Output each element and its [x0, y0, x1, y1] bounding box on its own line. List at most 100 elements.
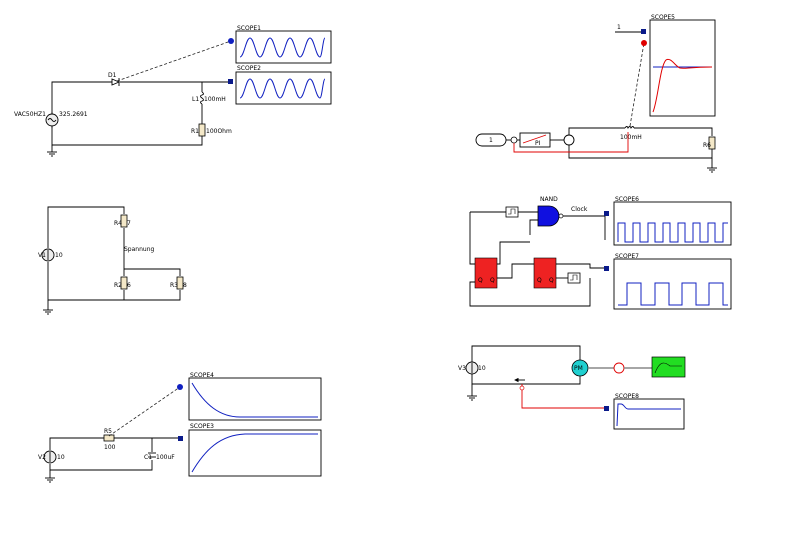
scope3-label: SCOPE3: [190, 423, 214, 430]
ac-voltage-source[interactable]: [45, 113, 59, 127]
resistor-r2[interactable]: [120, 276, 128, 290]
wire: [471, 374, 581, 385]
ground-symbol: [43, 309, 53, 315]
wire: [568, 127, 625, 135]
scope1[interactable]: [235, 30, 332, 64]
resistor-value: 100Ohm: [206, 128, 232, 135]
probe-line: [629, 42, 645, 127]
scope2-trace: [239, 78, 326, 99]
resistor-r5[interactable]: [103, 434, 115, 442]
probe-line: [116, 40, 232, 82]
scope3[interactable]: [188, 429, 322, 477]
speed-display[interactable]: [651, 356, 686, 378]
constant-left-value: 1: [489, 137, 493, 144]
motor-label: PM: [574, 365, 583, 372]
r4-label: R4: [114, 220, 122, 227]
scope2-input-port[interactable]: [228, 79, 233, 84]
constant-top-value: 1: [617, 24, 621, 31]
inductor[interactable]: [624, 126, 635, 130]
scope7[interactable]: [613, 258, 732, 310]
sum-junction[interactable]: [510, 136, 518, 144]
scope5-input-port[interactable]: [641, 29, 646, 34]
ground-symbol: [707, 167, 717, 173]
diode[interactable]: [111, 78, 121, 86]
source-value: 325.2691: [59, 111, 88, 118]
r3-label: R3: [170, 282, 178, 289]
rectifier-circuit: VAC50HZ1 325.2691 D1 L1 100mH R1 100Ohm …: [14, 25, 332, 157]
dc-voltage-source[interactable]: [43, 450, 57, 464]
wire: [114, 437, 153, 452]
flip-flop-1[interactable]: [474, 257, 498, 289]
resistor[interactable]: [198, 123, 206, 137]
wire: [469, 278, 591, 307]
scope7-trace: [618, 282, 728, 306]
pulse-icon: [570, 274, 578, 281]
wire: [497, 263, 534, 279]
ff2-q: Q: [549, 277, 554, 284]
ground-symbol: [47, 151, 57, 157]
wire: [120, 81, 203, 92]
scope7-label: SCOPE7: [615, 253, 639, 260]
scope3-input-port[interactable]: [178, 436, 183, 441]
rc-circuit: V2 10 R5 100 C1 100uF SCOPE4 SCOPE3: [38, 372, 322, 483]
r5-value: 100: [104, 444, 116, 451]
scope6-input-port[interactable]: [604, 211, 609, 216]
flip-flop-2[interactable]: [533, 257, 557, 289]
wire: [47, 206, 125, 248]
scope2[interactable]: [235, 71, 332, 105]
feedback-wire: [513, 132, 629, 153]
probe-point[interactable]: [177, 384, 183, 390]
wire: [49, 460, 153, 471]
source-label: VAC50HZ1: [14, 111, 46, 118]
wire: [469, 212, 475, 265]
ff2-qb: Q: [537, 277, 542, 284]
load-element[interactable]: [613, 362, 625, 374]
probe-point[interactable]: [228, 38, 234, 44]
inductor[interactable]: [200, 91, 204, 105]
diode-label: D1: [108, 72, 117, 79]
dc-voltage-source[interactable]: [465, 361, 479, 375]
pulse-block-2[interactable]: [567, 272, 581, 284]
clock-label: Clock: [571, 206, 588, 213]
current-sensor[interactable]: [519, 385, 525, 391]
scope4[interactable]: [188, 377, 322, 421]
scope8-input-port[interactable]: [604, 406, 609, 411]
scope3-trace: [191, 433, 318, 473]
resistor-r3[interactable]: [176, 276, 184, 290]
inductor-value: 100mH: [204, 96, 226, 103]
probe-line: [108, 386, 181, 437]
wire: [563, 215, 606, 240]
wire: [49, 437, 104, 450]
source-label: V3: [458, 365, 466, 372]
scope1-label: SCOPE1: [237, 25, 261, 32]
resistor-r4[interactable]: [120, 214, 128, 228]
r2-value: 6: [127, 282, 131, 289]
r3-value: 8: [183, 282, 187, 289]
wire: [634, 127, 713, 136]
pulse-icon: [508, 208, 516, 215]
scope4-label: SCOPE4: [190, 372, 214, 379]
resistor-label: R1: [191, 128, 199, 135]
wire: [124, 290, 181, 301]
nand-gate[interactable]: [537, 205, 560, 227]
divider-circuit: V1 10 R4 7 Spannung R2 6 R3 8: [38, 206, 187, 315]
wire: [529, 219, 538, 235]
display-curve: [654, 362, 682, 374]
scope6-label: SCOPE6: [615, 196, 639, 203]
probe-point[interactable]: [641, 40, 647, 46]
r2-label: R2: [114, 282, 122, 289]
scope7-input-port[interactable]: [604, 266, 609, 271]
scope8-trace: [616, 403, 681, 427]
wire: [471, 345, 581, 362]
scope8[interactable]: [613, 398, 685, 430]
ground-symbol: [467, 395, 477, 401]
wire: [556, 263, 604, 269]
controlled-current-source[interactable]: [563, 134, 575, 146]
pi-control-circuit: 1 PI 100mH R6 1 SCOPE5: [475, 14, 717, 173]
dc-voltage-source[interactable]: [41, 248, 55, 262]
inductor-label: L1: [192, 96, 199, 103]
pulse-block[interactable]: [505, 206, 519, 218]
capacitor[interactable]: [148, 452, 156, 458]
